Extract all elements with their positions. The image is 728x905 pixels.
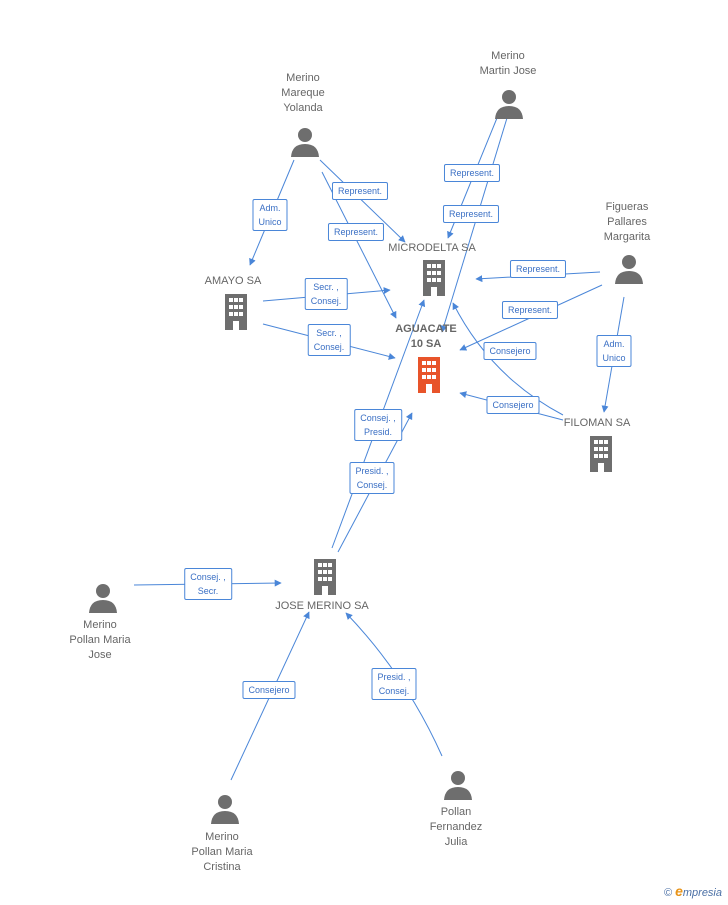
node-label-pollan-fernandez-julia[interactable]: Pollan Fernandez Julia [429, 806, 483, 848]
node-label-filoman-sa[interactable]: FILOMAN SA [563, 417, 631, 429]
copyright-icon: © [663, 887, 673, 899]
node-label-amayo-sa[interactable]: AMAYO SA [204, 275, 262, 287]
node-label-merino-pollan-maria-jose[interactable]: Merino Pollan Maria Jose [69, 619, 131, 661]
building-icon[interactable] [221, 294, 251, 330]
edge-line [319, 159, 406, 243]
node-label-jose-merino-sa[interactable]: JOSE MERINO SA [275, 600, 369, 612]
person-icon[interactable] [443, 770, 473, 800]
edge-label[interactable]: Consejero [486, 396, 540, 414]
node-label-figueras-pallares-margarita[interactable]: Figueras Pallares Margarita [603, 201, 651, 243]
edge-label[interactable]: Secr. , Consej. [304, 278, 348, 310]
node-label-merino-mareque-yolanda[interactable]: Merino Mareque Yolanda [281, 72, 325, 114]
edge-label[interactable]: Represent. [443, 164, 501, 182]
person-icon[interactable] [614, 254, 644, 284]
building-icon[interactable] [419, 260, 449, 296]
edge-label[interactable]: Adm. Unico [596, 335, 632, 367]
edge-label[interactable]: Represent. [442, 205, 500, 223]
node-label-merino-pollan-maria-cristina[interactable]: Merino Pollan Maria Cristina [191, 831, 253, 873]
edge-label[interactable]: Secr. , Consej. [307, 324, 351, 356]
building-icon[interactable] [310, 559, 340, 595]
edge-label[interactable]: Consej. , Presid. [354, 409, 402, 441]
empresia-logo: © empresia [663, 883, 722, 899]
edge-label[interactable]: Presid. , Consej. [371, 668, 417, 700]
edge-line [321, 171, 397, 319]
main-company-icon[interactable] [414, 357, 444, 393]
person-icon[interactable] [210, 794, 240, 824]
edge-label[interactable]: Represent. [327, 223, 385, 241]
edge-label[interactable]: Presid. , Consej. [349, 462, 395, 494]
edge-label[interactable]: Represent. [501, 301, 559, 319]
person-icon[interactable] [290, 127, 320, 157]
building-icon[interactable] [586, 436, 616, 472]
edge-line [440, 117, 508, 333]
node-label-merino-martin-jose[interactable]: Merino Martin Jose [479, 50, 537, 77]
edge-label[interactable]: Represent. [509, 260, 567, 278]
edge-label[interactable]: Consej. , Secr. [184, 568, 232, 600]
person-icon[interactable] [88, 583, 118, 613]
edge-line [452, 302, 564, 416]
node-label-microdelta-sa[interactable]: MICRODELTA SA [388, 242, 476, 254]
edge-label[interactable]: Consejero [483, 342, 537, 360]
edge-label[interactable]: Represent. [331, 182, 389, 200]
node-label-aguacate-10-sa[interactable]: AGUACATE 10 SA [395, 323, 457, 350]
edge-label[interactable]: Adm. Unico [252, 199, 288, 231]
person-icon[interactable] [494, 89, 524, 119]
edge-label[interactable]: Consejero [242, 681, 296, 699]
